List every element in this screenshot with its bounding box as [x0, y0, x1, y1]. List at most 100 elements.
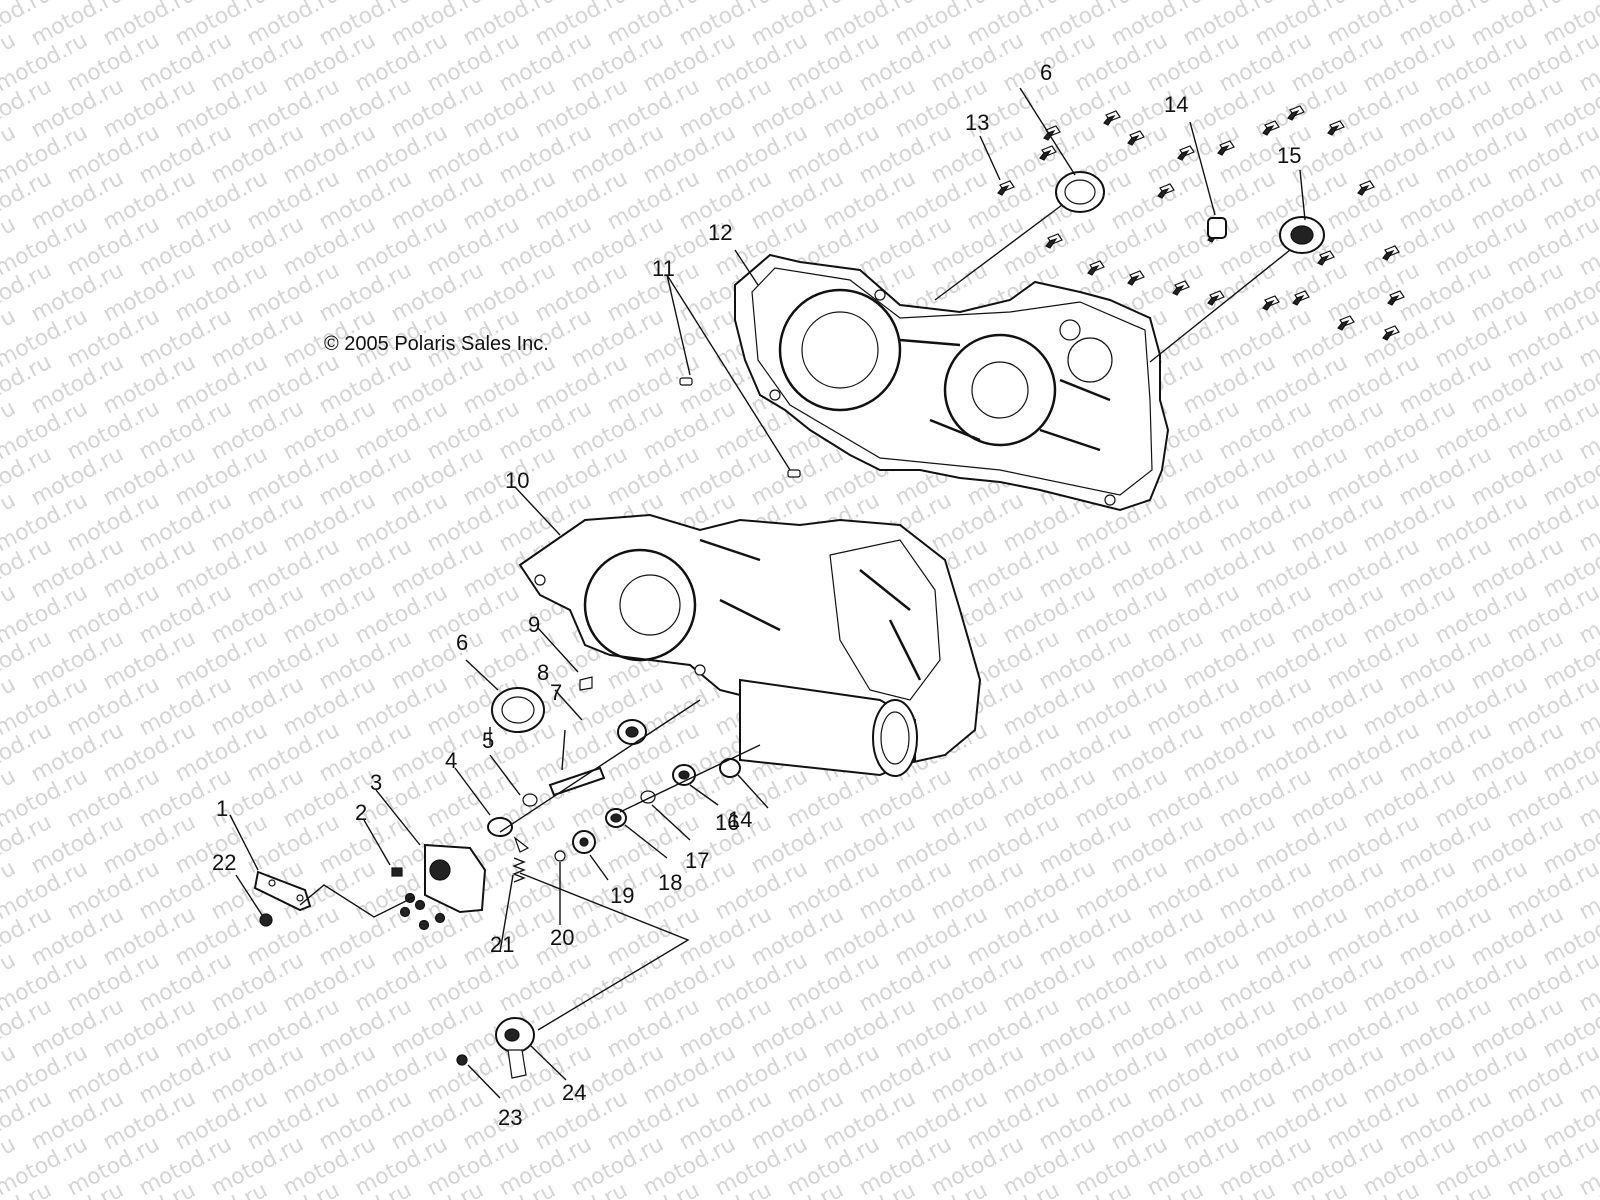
seal-6-lower	[491, 687, 545, 733]
callout-19: 19	[610, 883, 634, 908]
bolt	[1157, 183, 1175, 199]
leader-line	[235, 874, 263, 916]
bolt	[1382, 325, 1400, 341]
spring-21	[512, 857, 526, 883]
damper-24	[495, 1017, 535, 1079]
leader-line	[465, 659, 499, 691]
bolt	[414, 899, 426, 911]
bolt	[997, 180, 1015, 196]
leader-line	[229, 814, 259, 871]
plug-14-lower	[719, 758, 741, 778]
leader-line	[1019, 87, 1076, 176]
leader-line	[529, 1044, 567, 1081]
bolt	[1287, 105, 1305, 121]
callout-22: 22	[212, 850, 236, 875]
callout-6: 6	[1040, 60, 1052, 85]
bolt	[1087, 260, 1105, 276]
gear-8	[617, 719, 647, 745]
callout-13: 13	[965, 110, 989, 135]
leader-line	[1149, 249, 1291, 363]
bolt	[1317, 250, 1335, 266]
leader-line	[651, 804, 691, 841]
callout-11: 11	[652, 256, 675, 281]
leader-lines	[229, 87, 1306, 1099]
bolt-2	[391, 867, 403, 877]
bolt	[1382, 245, 1400, 261]
bracket-1	[253, 870, 312, 912]
leader-line	[934, 204, 1063, 301]
callout-21: 21	[490, 932, 514, 957]
leader-line	[537, 627, 579, 673]
leader-line	[734, 249, 759, 286]
bolt	[399, 906, 411, 918]
bolt	[1262, 120, 1280, 136]
leader-line	[561, 729, 566, 771]
leader-line	[375, 789, 421, 846]
callout-8: 8	[537, 660, 549, 685]
bolt	[1337, 315, 1355, 331]
leader-line	[554, 689, 583, 721]
bushing-4	[487, 817, 530, 853]
ball-20	[554, 850, 566, 862]
bolt	[1357, 180, 1375, 196]
bolt	[1039, 145, 1057, 161]
callout-16: 16	[715, 810, 739, 835]
callout-10: 10	[505, 468, 529, 493]
callout-6: 6	[456, 630, 468, 655]
callout-23: 23	[498, 1105, 522, 1130]
dowel-11	[679, 377, 801, 478]
leader-line	[489, 754, 521, 796]
leader-line	[666, 274, 791, 471]
leader-line	[363, 819, 391, 866]
bolt	[1103, 110, 1121, 126]
leader-line	[589, 854, 609, 881]
leader-line	[299, 884, 415, 918]
leader-line	[499, 699, 701, 833]
callout-3: 3	[370, 770, 382, 795]
leader-line	[499, 874, 514, 953]
callout-14: 14	[1164, 92, 1188, 117]
leader-line	[689, 784, 719, 806]
callout-17: 17	[685, 848, 709, 873]
bolt-set	[399, 105, 1405, 931]
leader-line	[619, 744, 761, 813]
leader-line	[1189, 121, 1216, 216]
bolt	[418, 919, 430, 931]
callout-5: 5	[482, 728, 494, 753]
bolt	[1217, 140, 1235, 156]
callout-18: 18	[658, 870, 682, 895]
bolt	[1045, 233, 1063, 249]
leader-line	[624, 824, 668, 859]
bolt	[1127, 130, 1145, 146]
bolt	[1327, 120, 1345, 136]
leader-line	[467, 1064, 501, 1099]
callout-24: 24	[562, 1080, 586, 1105]
bolt-23	[456, 1054, 468, 1066]
bolt	[1127, 270, 1145, 286]
leader-line	[514, 486, 561, 536]
bolt	[1262, 295, 1280, 311]
callout-7: 7	[550, 680, 562, 705]
gear-19	[572, 830, 596, 854]
callout-20: 20	[550, 925, 574, 950]
callout-12: 12	[708, 220, 732, 245]
plug-14-upper	[1207, 217, 1227, 239]
bolt	[1177, 145, 1195, 161]
callout-9: 9	[528, 612, 540, 637]
washer-5	[522, 793, 538, 807]
leader-line	[666, 274, 691, 376]
leader-line	[1299, 169, 1306, 221]
callout-2: 2	[355, 800, 367, 825]
leader-line	[737, 774, 769, 809]
seal-6-upper	[1055, 171, 1105, 213]
watermark-text: motod.ru	[1575, 0, 1600, 5]
clip-9	[579, 676, 593, 691]
leader-line	[979, 135, 1001, 181]
pump-cover-3	[424, 843, 487, 914]
gear-16	[672, 764, 696, 786]
transmission-case-10	[518, 513, 982, 777]
leader-line	[454, 767, 491, 816]
nut-22	[259, 913, 273, 927]
